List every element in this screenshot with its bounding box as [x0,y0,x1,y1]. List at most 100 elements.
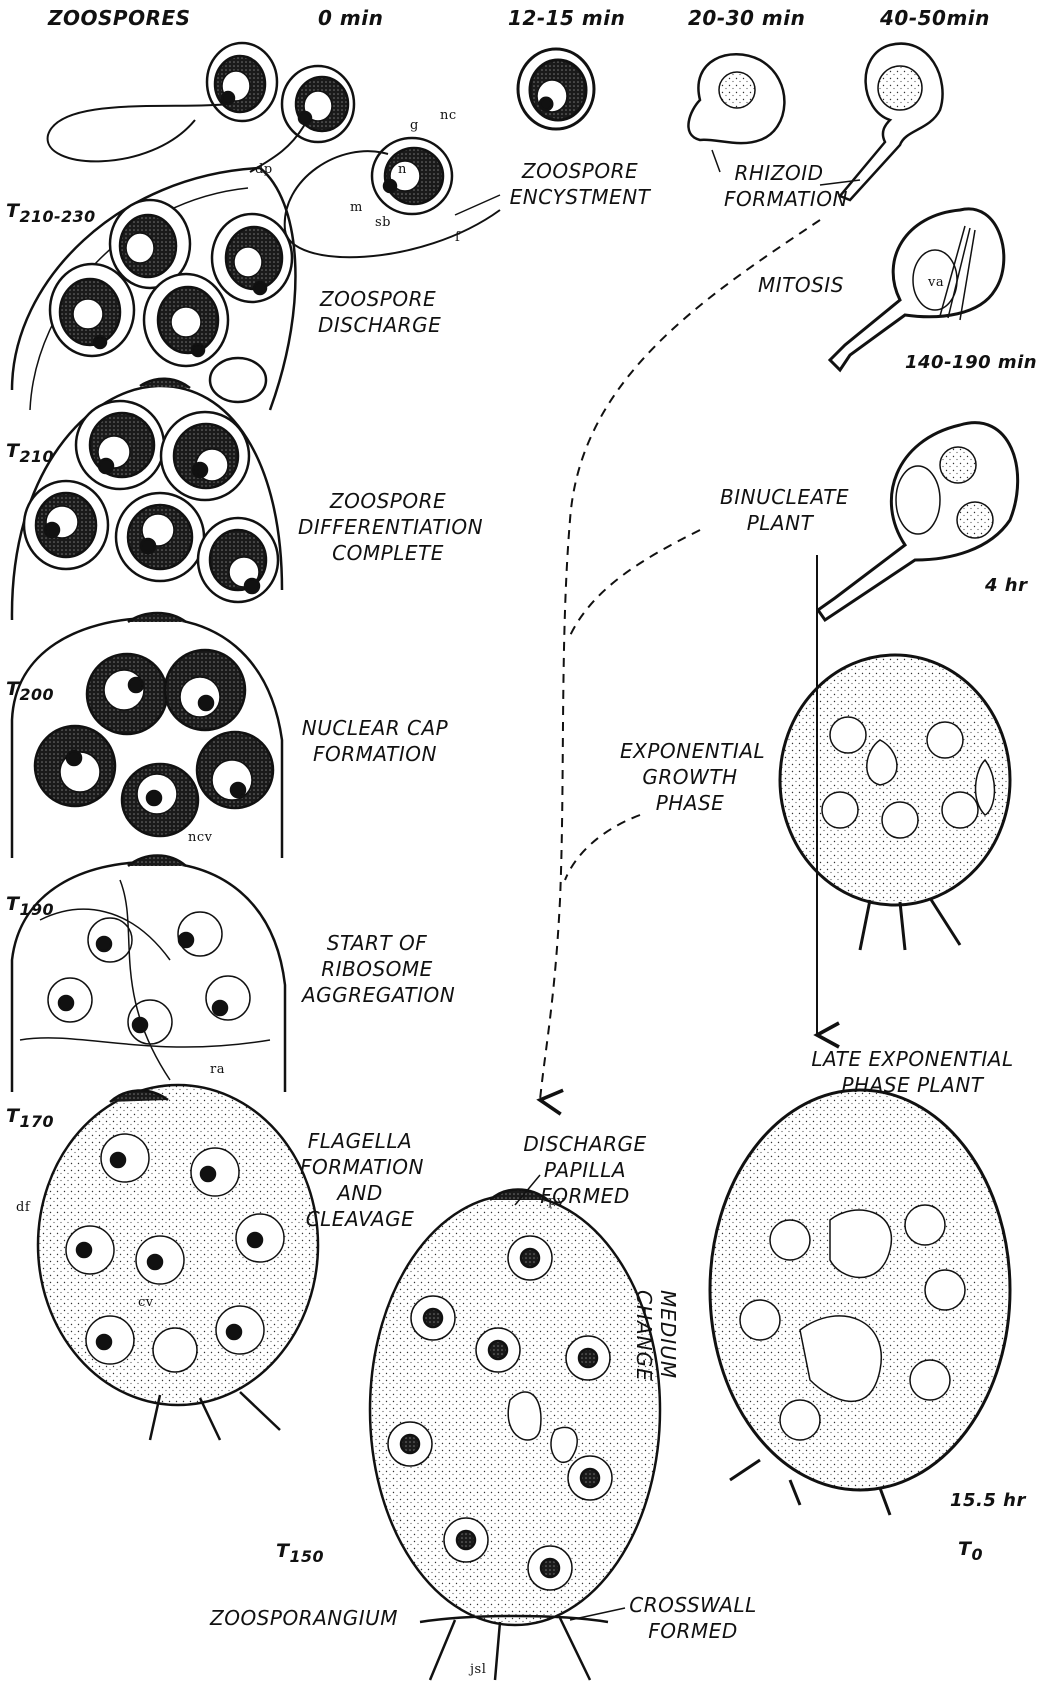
label-zoospore-differentiation: ZOOSPORE DIFFERENTIATION COMPLETE [298,488,478,566]
mitosis-cell [830,209,1004,370]
part-g: g [410,118,419,133]
label-t0: T0 [958,1538,983,1564]
label-crosswall-line1: CROSSWALL [628,1592,758,1618]
label-flagella-formation: FLAGELLA FORMATION AND CLEAVAGE [300,1128,420,1232]
label-crosswall-line2: FORMED [628,1618,758,1644]
label-late-exp-line1: LATE EXPONENTIAL [800,1046,1025,1072]
label-flagella-line2: FORMATION [300,1154,420,1180]
part-cv: cv [138,1295,154,1310]
label-ribosome-line3: AGGREGATION [302,982,452,1008]
crosswall-pointer [570,1608,625,1620]
exponential-plant [780,655,1010,950]
part-dp: dp [255,162,273,177]
encysted-zoospore [518,49,594,129]
label-t190-t: T [6,893,19,915]
part-ncv: ncv [188,830,213,845]
label-flagella-line1: FLAGELLA [300,1128,420,1154]
label-ribosome-aggregation: START OF RIBOSOME AGGREGATION [302,930,452,1008]
label-late-exp-line2: PHASE PLANT [800,1072,1025,1098]
rhizoid-cell-early [688,54,784,143]
part-jsl: jsl [470,1662,486,1677]
label-exponential-line3: PHASE [620,790,760,816]
part-ra: ra [210,1062,225,1077]
label-flagella-line4: CLEAVAGE [300,1206,420,1232]
header-12-15min: 12-15 min [508,6,625,30]
rhizoid-cell-late [840,44,943,200]
label-encystment-line1: ZOOSPORE [505,158,655,184]
label-zoospore-encystment: ZOOSPORE ENCYSTMENT [505,158,655,210]
label-nuclear-line1: NUCLEAR CAP [300,715,450,741]
label-t210-230-t: T [6,200,19,222]
label-exponential-line2: GROWTH [620,764,760,790]
label-t210-t: T [6,440,19,462]
zoospore-free-3 [285,138,500,257]
label-140-190min: 140-190 min [905,352,1037,373]
label-binucleate-line1: BINUCLEATE [720,484,840,510]
label-15-5hr: 15.5 hr [950,1490,1026,1511]
label-rhizoid-line1: RHIZOID [724,160,834,186]
dashed-arrow-path [540,220,820,1100]
label-t0-t: T [958,1538,971,1560]
label-encystment-line2: ENCYSTMENT [505,184,655,210]
header-20-30min: 20-30 min [688,6,805,30]
header-0min: 0 min [318,6,383,30]
label-crosswall-formed: CROSSWALL FORMED [628,1592,758,1644]
label-t210-230-sub: 210-230 [19,207,95,226]
label-t210-230: T210-230 [6,200,96,226]
label-t200: T200 [6,678,54,704]
label-t190: T190 [6,893,54,919]
label-t0-sub: 0 [971,1545,983,1564]
part-m: m [350,200,363,215]
encystment-pointer [455,195,500,215]
label-ribosome-line1: START OF [302,930,452,956]
part-va: va [928,275,944,290]
part-nc: nc [440,108,457,123]
label-differentiation-line3: COMPLETE [298,540,478,566]
label-flagella-line3: AND [300,1180,420,1206]
part-f: f [455,230,460,245]
label-binucleate-line2: PLANT [720,510,840,536]
label-papilla-line3: FORMED [520,1183,650,1209]
label-t150-sub: 150 [289,1547,324,1566]
label-discharge-papilla: DISCHARGE PAPILLA FORMED [520,1131,650,1209]
dashed-branch-1 [568,530,700,640]
label-t210-sub: 210 [19,447,54,466]
part-df: df [16,1200,30,1215]
label-late-exponential: LATE EXPONENTIAL PHASE PLANT [800,1046,1025,1098]
label-papilla-line2: PAPILLA [520,1157,650,1183]
label-nuclear-line2: FORMATION [300,741,450,767]
zoosporangium-center [370,1190,660,1681]
label-differentiation-line1: ZOOSPORE [298,488,478,514]
sporangium-t200 [12,613,282,858]
dashed-branch-2 [565,815,640,880]
label-t170: T170 [6,1105,54,1131]
header-zoospores: ZOOSPORES [48,6,191,30]
header-40-50min: 40-50min [880,6,990,30]
label-mitosis: MITOSIS [758,272,844,298]
label-discharge-line1: ZOOSPORE [318,286,438,312]
label-medium-change: MEDIUM CHANGE [632,1290,680,1470]
label-binucleate-plant: BINUCLEATE PLANT [720,484,840,536]
sporangium-t210 [12,379,282,620]
label-differentiation-line2: DIFFERENTIATION [298,514,478,540]
label-t170-t: T [6,1105,19,1127]
label-t190-sub: 190 [19,900,54,919]
label-discharge-line2: DISCHARGE [318,312,438,338]
zoospore-free-1 [48,43,277,161]
label-exponential-growth: EXPONENTIAL GROWTH PHASE [620,738,760,816]
label-t210: T210 [6,440,54,466]
label-t200-sub: 200 [19,685,54,704]
label-rhizoid-formation: RHIZOID FORMATION [724,160,834,212]
label-4hr: 4 hr [985,575,1027,596]
label-nuclear-cap-formation: NUCLEAR CAP FORMATION [300,715,450,767]
part-sb: sb [375,215,391,230]
label-rhizoid-line2: FORMATION [724,186,834,212]
part-n: n [398,162,407,177]
label-ribosome-line2: RIBOSOME [302,956,452,982]
label-zoospore-discharge: ZOOSPORE DISCHARGE [318,286,438,338]
sporangium-t190 [12,856,285,1093]
label-t200-t: T [6,678,19,700]
label-t150-t: T [276,1540,289,1562]
